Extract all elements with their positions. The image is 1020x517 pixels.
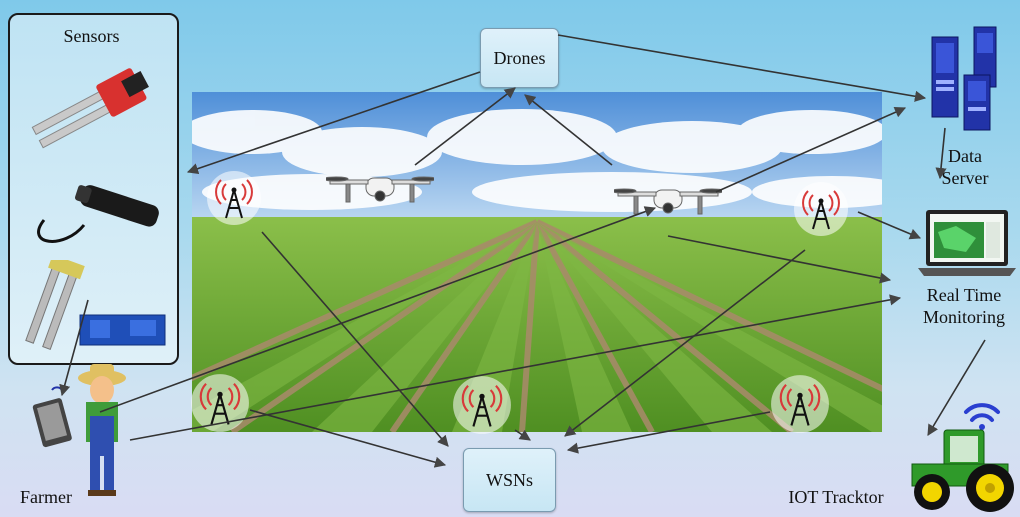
soil-moisture-sensor-icon	[31, 68, 149, 149]
iot-tractor-label: IOT Tracktor	[788, 487, 884, 507]
antenna-tower-icon	[794, 182, 848, 236]
wifi-icon	[964, 403, 1000, 430]
drone-icon	[614, 188, 722, 215]
arrow-drones-to-server	[557, 34, 927, 102]
relay-sensor-icon	[25, 260, 166, 350]
probe-sensor-icon	[37, 185, 159, 243]
farmer-label: Farmer	[20, 487, 72, 507]
sensors-label: Sensors	[63, 26, 120, 46]
drones-label-box: Drones	[480, 28, 559, 88]
wsns-label-box: WSNs	[463, 448, 556, 512]
real-time-monitoring-label: Real Time Monitoring	[922, 285, 1005, 327]
antenna-tower-icon	[207, 171, 261, 225]
antenna-tower-icon	[453, 376, 511, 434]
wsns-label: WSNs	[485, 469, 533, 490]
drones-label: Drones	[493, 47, 546, 68]
antenna-tower-icon	[771, 375, 829, 433]
drone-icon	[326, 176, 434, 203]
antenna-tower-icon	[191, 374, 249, 432]
data-server-label: Data Server	[941, 146, 989, 188]
laptop-icon	[918, 210, 1016, 276]
farmer-icon	[32, 364, 126, 496]
sensors-panel: Sensors	[8, 13, 179, 365]
server-icon	[931, 26, 997, 131]
tractor-icon	[911, 429, 1014, 512]
